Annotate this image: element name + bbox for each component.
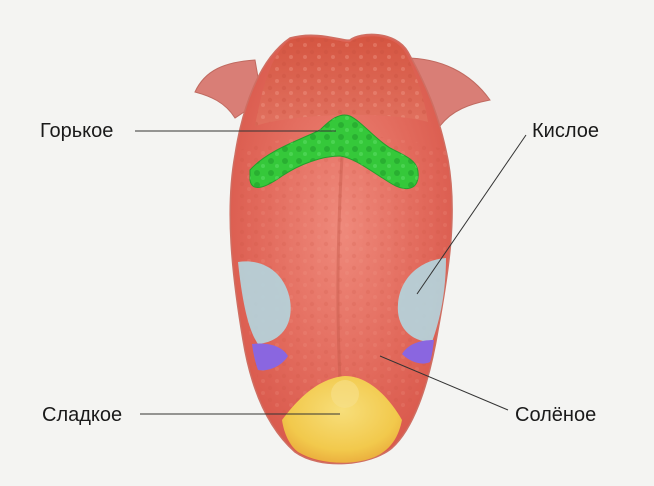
salty-zone-right [402,340,434,364]
label-salty: Солёное [515,404,597,426]
label-sweet: Сладкое [42,404,123,426]
leader-line-sour [416,134,527,295]
salty-zone-left [252,343,288,371]
leader-line-salty [379,355,509,411]
sour-zone-right [397,258,446,342]
label-sour: Кислое [532,120,599,142]
left-fold [194,59,263,119]
sour-zone-left [238,261,291,344]
label-bitter: Горькое [40,120,114,142]
sweet-zone [282,376,402,463]
median-groove [336,139,345,381]
